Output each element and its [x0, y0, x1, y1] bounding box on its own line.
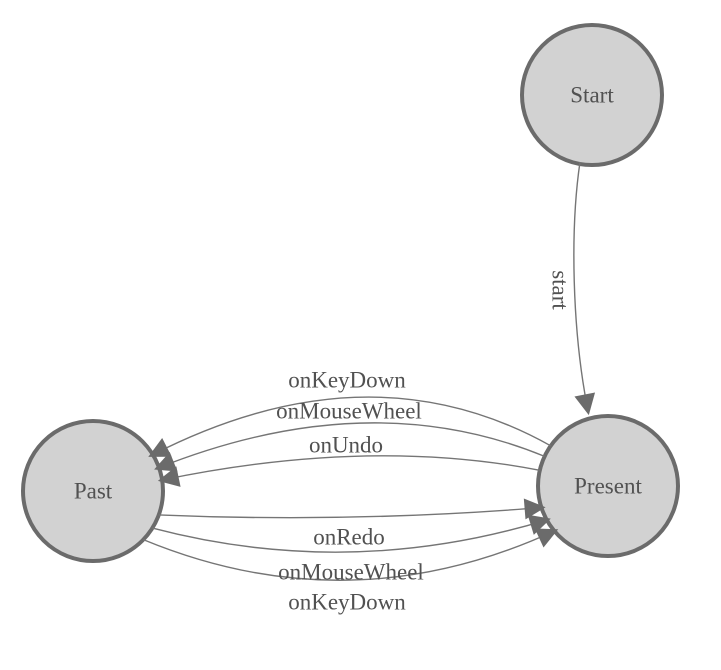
state-label-past: Past: [74, 479, 113, 504]
state-label-start: Start: [570, 83, 614, 108]
transition-edge-past-to-present-onredo: [158, 498, 546, 520]
transition-edge-present-to-past-onkeydown: [148, 396, 552, 457]
state-node-present: [536, 414, 680, 558]
transition-edge-present-to-past-onundo: [157, 455, 540, 487]
transition-edge-past-to-present-onkeydown: [143, 528, 559, 581]
edge-label-past-to-present-onredo: onRedo: [313, 525, 385, 550]
state-node-past: [21, 419, 165, 563]
edge-label-past-to-present-onkeydown: onKeyDown: [288, 590, 406, 615]
edge-label-present-to-past-onmousewheel: onMouseWheel: [276, 399, 422, 424]
edge-label-past-to-present-onmousewheel: onMouseWheel: [278, 560, 424, 585]
transition-edge-start-to-present-start: [573, 161, 596, 416]
edge-label-present-to-past-onkeydown: onKeyDown: [288, 368, 406, 393]
edge-label-present-to-past-onundo: onUndo: [309, 433, 383, 458]
transition-edge-past-to-present-onmousewheel: [152, 514, 551, 553]
edge-label-start-to-present-start: start: [548, 270, 573, 310]
state-node-start: [520, 23, 664, 167]
state-label-present: Present: [574, 474, 642, 499]
transition-edge-present-to-past-onmousewheel: [154, 422, 545, 472]
